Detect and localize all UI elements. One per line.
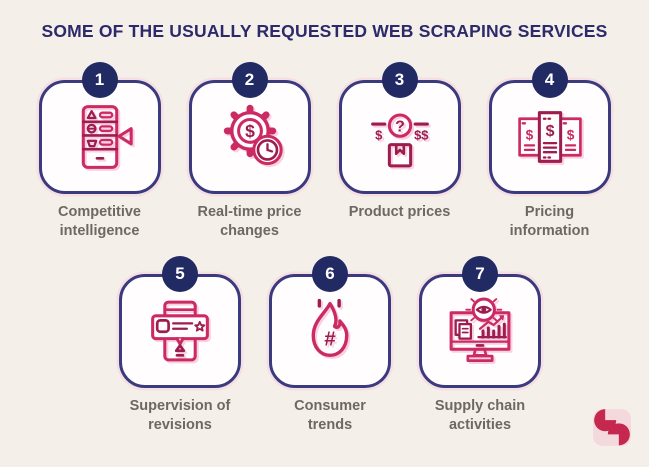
card-number-badge: 7 <box>462 256 498 293</box>
question-glyph: ? <box>395 119 405 136</box>
hashtag-glyph: # <box>324 328 336 351</box>
card-label: Real-time price changes <box>197 204 302 240</box>
brand-logo-lower-shape <box>607 423 630 446</box>
card-icon-box: $ $ $ <box>488 80 611 194</box>
dollar-glyph: $ <box>566 127 574 142</box>
price-question-package-icon: $ ? $$ <box>370 113 429 168</box>
card-number-badge: 1 <box>81 62 118 98</box>
service-card-1: 1 Competitive intelligence <box>25 62 175 241</box>
dollar-glyph: $ <box>525 127 533 142</box>
card-label: Pricing information <box>509 204 590 240</box>
card-number-badge: 3 <box>381 62 418 98</box>
brand-logo <box>593 409 631 446</box>
services-row-2: 5 Supervision of revisions 6 <box>11 256 649 435</box>
gear-dollar-clock-icon: $ <box>223 104 283 166</box>
service-card-7: 7 <box>405 256 555 435</box>
service-card-2: 2 $ Real-time price changes <box>175 62 325 241</box>
flame-hashtag-icon: # <box>311 299 349 358</box>
dollar-glyph: $ <box>545 123 554 140</box>
phone-review-bubble-icon <box>151 300 209 362</box>
card-label: Supervision of revisions <box>129 398 231 434</box>
dollar-glyph: $ <box>375 127 382 142</box>
card-icon-box <box>119 274 241 389</box>
card-number-badge: 4 <box>531 62 568 98</box>
service-card-3: 3 $ ? $$ Product prices <box>325 62 475 241</box>
card-icon-box: $ <box>188 80 311 194</box>
dollar-glyph: $ <box>245 121 255 141</box>
card-label: Supply chain activities <box>434 398 526 434</box>
service-card-4: 4 $ $ $ <box>475 62 625 241</box>
smartphone-listings-icon <box>81 105 133 169</box>
card-icon-box <box>38 80 161 194</box>
card-label: Competitive intelligence <box>58 204 141 240</box>
page-title: SOME OF THE USUALLY REQUESTED WEB SCRAPI… <box>41 21 608 41</box>
services-row-1: 1 Competitive intelligence 2 <box>0 62 649 241</box>
card-label: Product prices <box>348 204 451 220</box>
pricing-panels-icon: $ $ $ <box>517 111 582 163</box>
card-number-badge: 6 <box>312 256 348 293</box>
service-card-6: 6 # Consumer trends <box>255 256 405 435</box>
card-number-badge: 2 <box>231 62 268 98</box>
double-dollar-glyph: $$ <box>414 127 428 142</box>
monitor-analytics-eye-icon <box>449 297 511 363</box>
service-card-5: 5 Supervision of revisions <box>105 256 255 435</box>
card-label: Consumer trends <box>294 398 366 434</box>
card-number-badge: 5 <box>162 256 198 293</box>
card-icon-box: $ ? $$ <box>338 80 461 194</box>
